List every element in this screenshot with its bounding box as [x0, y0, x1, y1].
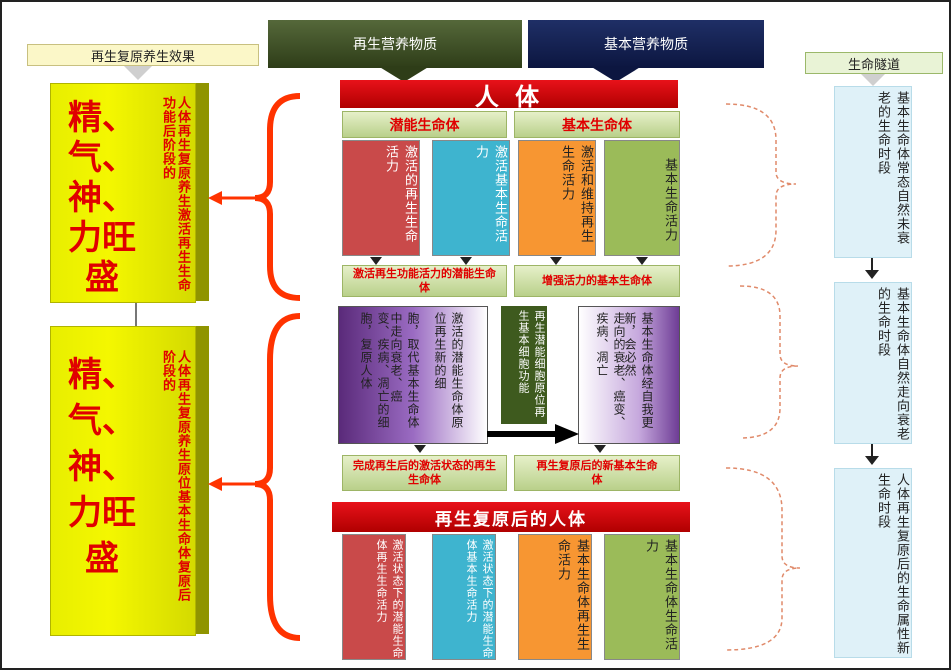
human-body-banner: 人 体	[340, 80, 678, 111]
left-top-label: 再生复原养生效果	[27, 44, 259, 66]
row1-col-1: 激活的再生生命活力	[342, 140, 420, 256]
right-box-2: 基本生命体自然走向衰老的生命时段	[834, 282, 912, 444]
right-dashed-braces	[725, 103, 801, 651]
row3-purple-text-2: 胞，取代基本生命体中走向衰老、癌	[389, 312, 420, 429]
basic-nutrients-box: 基本营养物质	[528, 20, 764, 68]
right-arrow-1-head	[865, 270, 879, 279]
regen-nutrients-box: 再生营养物质	[268, 20, 522, 68]
basic-arrow	[590, 66, 642, 82]
pillar2-side	[195, 326, 209, 634]
regen-arrow	[378, 66, 430, 82]
row4-right-bar: 再生复原后的新基本生命体	[514, 455, 680, 491]
pillar1-side	[195, 83, 209, 301]
right-arrow-2-head	[865, 456, 879, 465]
row3-dark-box: 再生潜能细胞原位再生基本细胞功能	[501, 306, 547, 424]
pillar2-small-text: 人体再生复原养生原位基本生命体复原后阶段的	[160, 350, 190, 602]
left-braces	[208, 93, 301, 641]
left-pillar-2	[50, 326, 196, 636]
row4-left-bar: 完成再生后的激活状态的再生生命体	[342, 455, 507, 491]
life-tunnel-label: 生命隧道	[805, 52, 943, 74]
restored-body-banner: 再生复原后的人体	[332, 502, 690, 532]
row3-purple-right-bg	[578, 306, 680, 444]
pillar1-big-text: 精、气、神、力旺盛	[68, 98, 136, 298]
row3-white-right-text: 走向的衰老、癌变、疾病、凋亡	[595, 312, 626, 429]
row5-col-4: 基本生命体生命活力	[604, 534, 680, 660]
row3-purple-left-bg	[338, 306, 488, 444]
row3-down-arrows	[414, 445, 606, 453]
pillar2-big-text: 精、气、神、力旺盛	[68, 355, 136, 579]
row5-col-2: 激活状态下的潜能生命体基本生命活力	[432, 534, 496, 660]
row3-purple-right-text: 基本生命体经自我更新，会必然	[623, 312, 654, 429]
row2-right-bar: 增强活力的基本生命体	[514, 265, 680, 297]
row1-col-3: 激活和维持再生生命活力	[518, 140, 596, 256]
pillar-connector	[135, 303, 137, 328]
right-arrow-2-line	[871, 444, 873, 458]
left-pillar-1	[50, 83, 196, 303]
row3-white-left-text: 激活的潜能生命体原位再生新的细	[433, 312, 464, 429]
row1-col-4: 基本生命活力	[604, 140, 680, 256]
right-box-1: 基本生命体常态自然未衰老的生命时段	[834, 86, 912, 258]
row1-down-arrows	[370, 257, 648, 265]
row5-col-3: 基本生命体再生生命活力	[518, 534, 592, 660]
row5-col-1: 激活状态下的潜能生命体再生生命活力	[342, 534, 406, 660]
left-label-arrow	[124, 66, 152, 80]
row1-col-2: 激活基本生命活力	[432, 140, 510, 256]
pillar1-small-text: 人体再生复原养生激活再生生命功能后阶段的	[160, 96, 190, 292]
tunnel-arrow	[861, 74, 885, 86]
latent-life-title: 潜能生命体	[342, 111, 507, 138]
basic-life-title: 基本生命体	[514, 111, 680, 138]
row2-left-bar: 激活再生功能活力的潜能生命体	[342, 265, 507, 297]
row3-purple-text-1: 变、疾病、凋亡的细胞，复原人体	[359, 312, 390, 429]
right-box-3: 人体再生复原后的生命属性新生命时段	[834, 468, 912, 658]
right-arrow-1-line	[871, 258, 873, 272]
row3-black-arrow	[487, 424, 579, 444]
